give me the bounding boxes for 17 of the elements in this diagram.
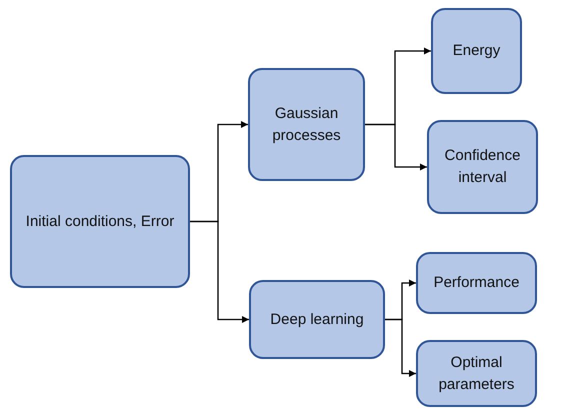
arrow (190, 220, 249, 323)
process-box (248, 68, 365, 181)
node-label: Gaussian processes (271, 104, 342, 146)
node-label: Performance (432, 273, 520, 294)
process-box (431, 8, 522, 94)
process-box (416, 340, 537, 407)
node-label: Deep learning (269, 310, 365, 330)
process-box (427, 120, 538, 214)
arrow (385, 318, 416, 377)
process-box (249, 280, 385, 359)
node-label: Initial conditions, Error (24, 212, 176, 232)
node-label: Energy (452, 41, 502, 62)
node-label: Optimal parameters (438, 352, 516, 394)
process-box (416, 252, 537, 314)
arrow (365, 124, 427, 170)
node-label: Confidence interval (444, 146, 522, 188)
process-box (10, 155, 190, 288)
